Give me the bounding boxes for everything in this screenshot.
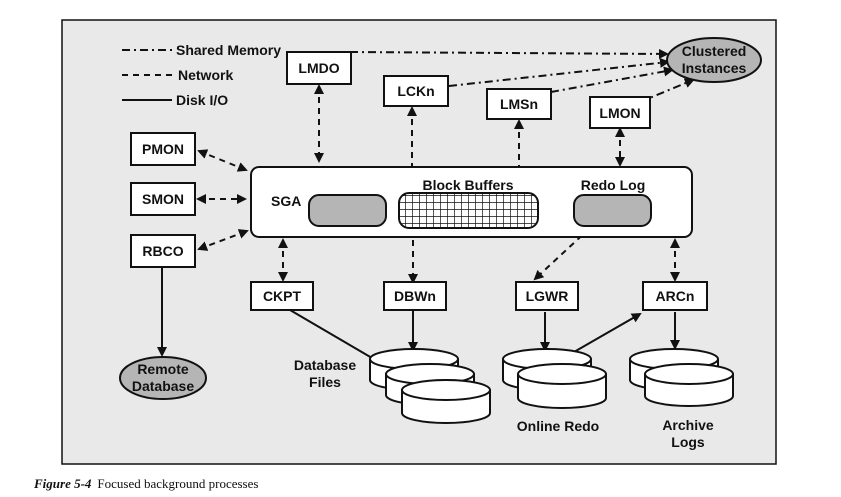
legend-network-label: Network: [178, 67, 233, 83]
clustered-instances-line2: Instances: [682, 60, 747, 76]
lckn-box: [383, 75, 449, 107]
rbco-label: RBCO: [142, 243, 183, 259]
arcn-label: ARCn: [656, 288, 695, 304]
dbwn-box: [383, 281, 447, 311]
lmsn-label: LMSn: [500, 96, 538, 112]
online-redo-disk-2: [517, 363, 607, 409]
lckn-label: LCKn: [397, 83, 434, 99]
remote-database-line2: Database: [132, 378, 194, 394]
clustered-instances-ellipse: [666, 37, 762, 83]
clustered-instances: Clustered Instances: [666, 37, 762, 83]
remote-database: Remote Database: [119, 356, 207, 400]
online-redo-label: Online Redo: [517, 418, 599, 434]
sga-cache-pill: [308, 194, 387, 227]
connectors: [157, 48, 695, 359]
pmon-label: PMON: [142, 141, 184, 157]
block-buffers-label: Block Buffers: [422, 177, 513, 193]
database-files-line1: Database: [294, 357, 356, 373]
lmdo-box: [286, 51, 352, 85]
ckpt-label: CKPT: [263, 288, 302, 304]
remote-database-line1: Remote: [137, 361, 189, 377]
redo-log-pill: [573, 194, 652, 227]
online-redo-disk-2-top: [517, 373, 607, 385]
lgwr-label: LGWR: [526, 288, 569, 304]
clustered-instances-line1: Clustered: [682, 43, 747, 59]
pmon-box: [130, 132, 196, 166]
database-files-disk-3-top: [401, 389, 491, 401]
block-buffers-grid: [398, 192, 539, 229]
database-files-disks: [369, 348, 491, 424]
sga-label: SGA: [271, 193, 301, 209]
sga: SGA Block Buffers Redo Log: [250, 166, 693, 238]
database-files-line2: Files: [309, 374, 341, 390]
lmsn-to-clustered-line: [550, 66, 674, 93]
archive-logs-line1: Archive: [662, 417, 714, 433]
smon-box: [130, 182, 196, 216]
lmsn-box: [486, 88, 552, 120]
ckpt-to-files-line: [289, 309, 373, 359]
archive-logs-line2: Logs: [671, 434, 705, 450]
figure-number: Figure 5-4: [34, 476, 92, 491]
rbco-box: [130, 234, 196, 268]
lgwr-box: [515, 281, 579, 311]
smon-label: SMON: [142, 191, 184, 207]
redo-log-label: Redo Log: [581, 177, 646, 193]
arcn-box: [642, 281, 708, 311]
lmdo-to-clustered-line: [349, 48, 669, 59]
online-redo-disks: [502, 348, 607, 409]
figure-caption: Figure 5-4 Focused background processes: [34, 476, 258, 492]
process-boxes: LMDO LCKn LMSn LMON PMON SMON RBCO CKPT …: [130, 51, 708, 311]
archive-logs-disk-2-top: [644, 373, 734, 385]
redo-to-arcn-line: [573, 313, 642, 353]
lmdo-label: LMDO: [298, 60, 339, 76]
legend-disk-io-label: Disk I/O: [176, 92, 228, 108]
pmon-sga-link: [197, 149, 248, 172]
database-files-disk-3: [401, 379, 491, 424]
ckpt-box: [250, 281, 314, 311]
remote-database-ellipse: [119, 356, 207, 400]
lckn-to-clustered-line: [448, 57, 670, 87]
lmon-box: [589, 96, 651, 129]
figure-caption-text: Focused background processes: [97, 476, 259, 491]
rbco-sga-link: [197, 229, 249, 251]
lmon-label: LMON: [599, 105, 640, 121]
dbwn-label: DBWn: [394, 288, 436, 304]
legend: Shared Memory Network Disk I/O: [122, 42, 281, 108]
legend-shared-memory-label: Shared Memory: [176, 42, 281, 58]
archive-logs-disks: [629, 348, 734, 407]
